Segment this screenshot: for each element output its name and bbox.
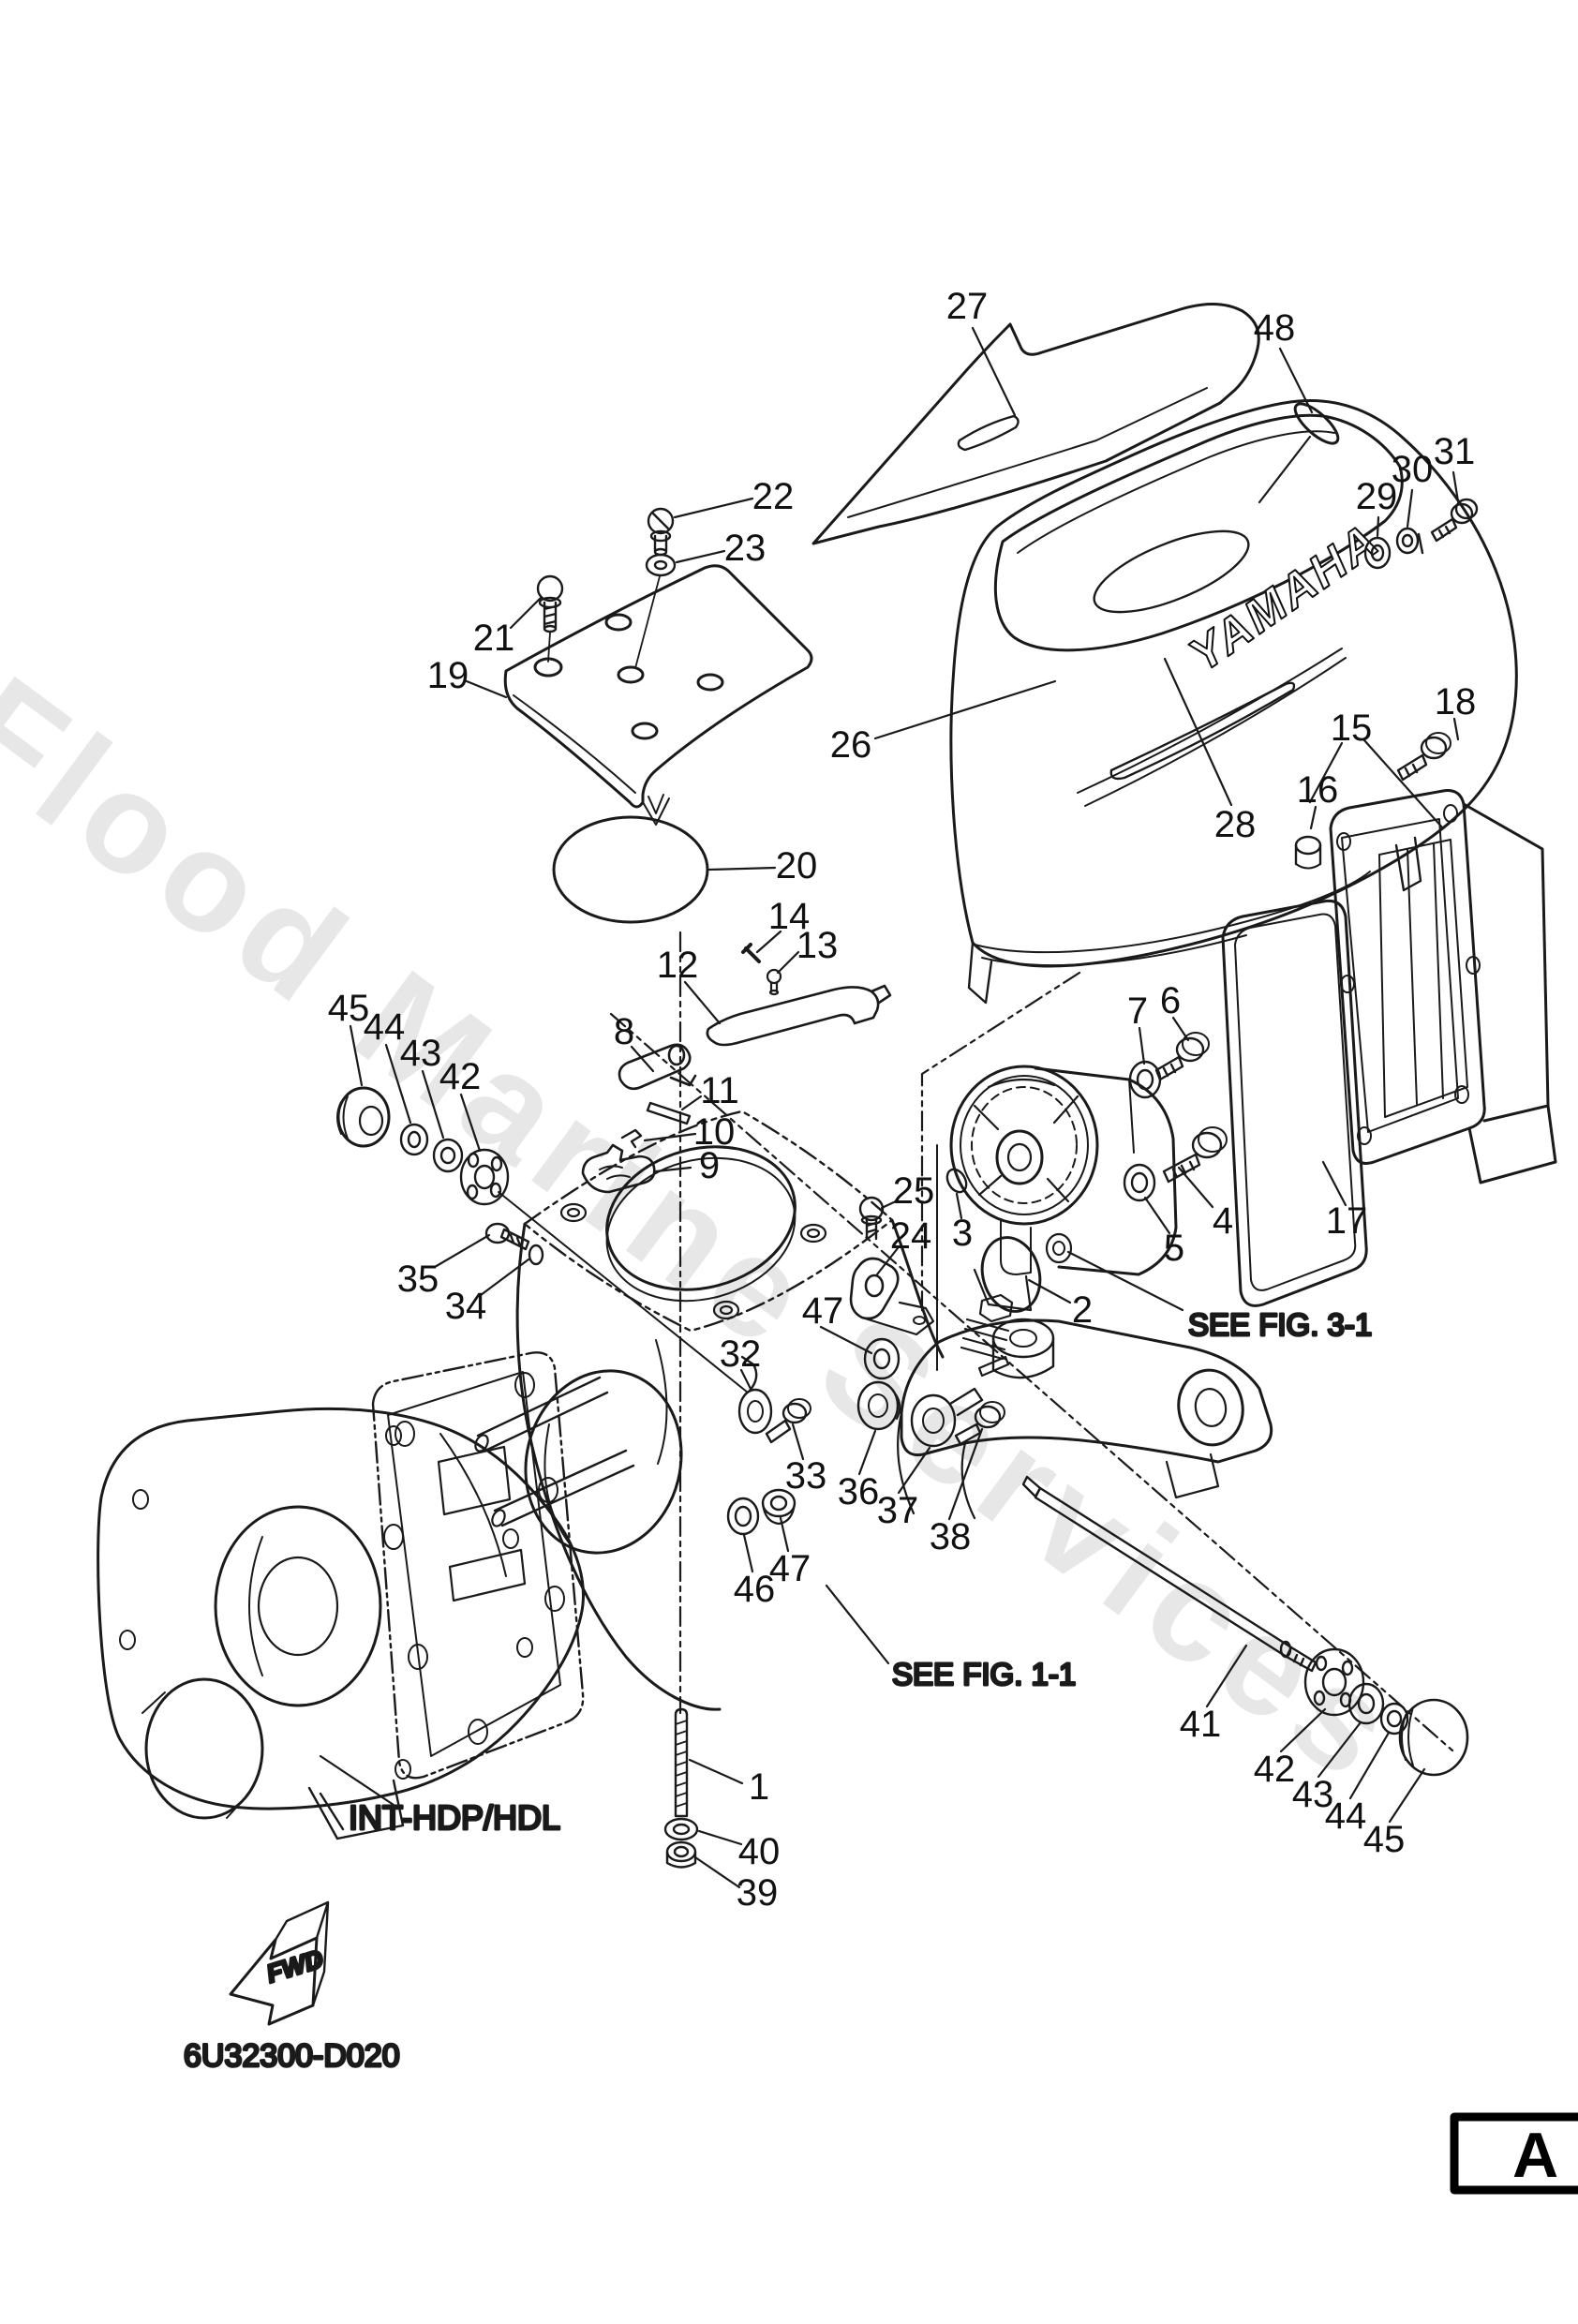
part-23-washer [634, 553, 677, 669]
part-6-bolt [1154, 1032, 1210, 1081]
part-42-damper-b [1303, 1647, 1365, 1717]
part-11-pin [646, 1101, 692, 1125]
part-46-washer [726, 1497, 760, 1536]
part-22-screw [647, 507, 675, 557]
part-19-cover-plate [503, 564, 813, 826]
part-33-bolt [765, 1398, 811, 1444]
part-45-cap-b [1398, 1698, 1469, 1777]
part-20-seal [552, 815, 709, 924]
crankcase-assembly [97, 1407, 585, 1840]
part-43-washer [432, 1138, 464, 1173]
part-17-gasket [1221, 899, 1368, 1307]
part-48-pad [1258, 402, 1340, 504]
part-24-bracket [849, 1257, 935, 1336]
sheet-label-box: A [1450, 2112, 1578, 2195]
part-47-nut [761, 1488, 796, 1526]
sheet-label: A [1512, 2120, 1558, 2191]
drawing-code: 6U32300-D020 [184, 2038, 400, 2074]
part-39-nut [665, 1840, 697, 1869]
part-26-top-cowling: YAMAHA [949, 398, 1518, 1005]
gasket-plate [371, 1351, 585, 1780]
see-fig-3-1-note: SEE FIG. 3-1 [1188, 1307, 1372, 1342]
part-15-air-box [1329, 789, 1557, 1184]
part-3-seal [945, 1168, 968, 1194]
central-bracket-housing [474, 1110, 945, 1711]
part-25-bolt [858, 1196, 885, 1241]
see-fig-1-1-note: SEE FIG. 1-1 [892, 1657, 1076, 1691]
yamaha-logo: YAMAHA [1180, 514, 1390, 682]
part-40-washer [663, 1817, 699, 1841]
part-12-latch-lever [706, 984, 892, 1047]
part-43-washer-b [1347, 1682, 1385, 1725]
part-37-bracket [910, 1387, 984, 1448]
part-38-bolt [954, 1401, 1005, 1446]
part-1-stud [674, 1707, 689, 1818]
part-44-nut-b [1379, 1702, 1409, 1736]
part-35-bolt [484, 1222, 530, 1251]
part-44-nut [399, 1123, 429, 1156]
part-42-damper [459, 1148, 510, 1206]
part-5-washer [1123, 1163, 1156, 1202]
part-2-seal [980, 1236, 1042, 1313]
part-4-bolt [1162, 1126, 1228, 1184]
fwd-arrow-icon: FWD [229, 1900, 330, 2026]
part-13-screw [766, 968, 782, 996]
starter-housing [949, 1065, 1178, 1312]
part-8-latch-arm [618, 1043, 697, 1091]
part-41-rod [1021, 1475, 1317, 1673]
part-27-rear-panel [811, 302, 1260, 545]
part-34-oring [528, 1244, 544, 1266]
part-32-hook-washer [737, 1355, 773, 1435]
part-18-bolt [1396, 732, 1451, 782]
part-16-collar [1294, 835, 1322, 870]
part-47-grommet [863, 1337, 901, 1380]
part-29-30-31-fasteners [1363, 498, 1479, 570]
part-45-grommet [336, 1086, 391, 1148]
assembly-lines [498, 1144, 938, 1393]
part-21-screw [536, 574, 564, 663]
part-14-pin [741, 943, 761, 963]
part-36-grommet [856, 1380, 901, 1431]
part-10-hook [620, 1128, 643, 1149]
int-hdp-hdl-note: INT-HDP/HDL [349, 1798, 560, 1837]
part-7-washer [1128, 1060, 1162, 1099]
leader-lines [319, 326, 1460, 1889]
